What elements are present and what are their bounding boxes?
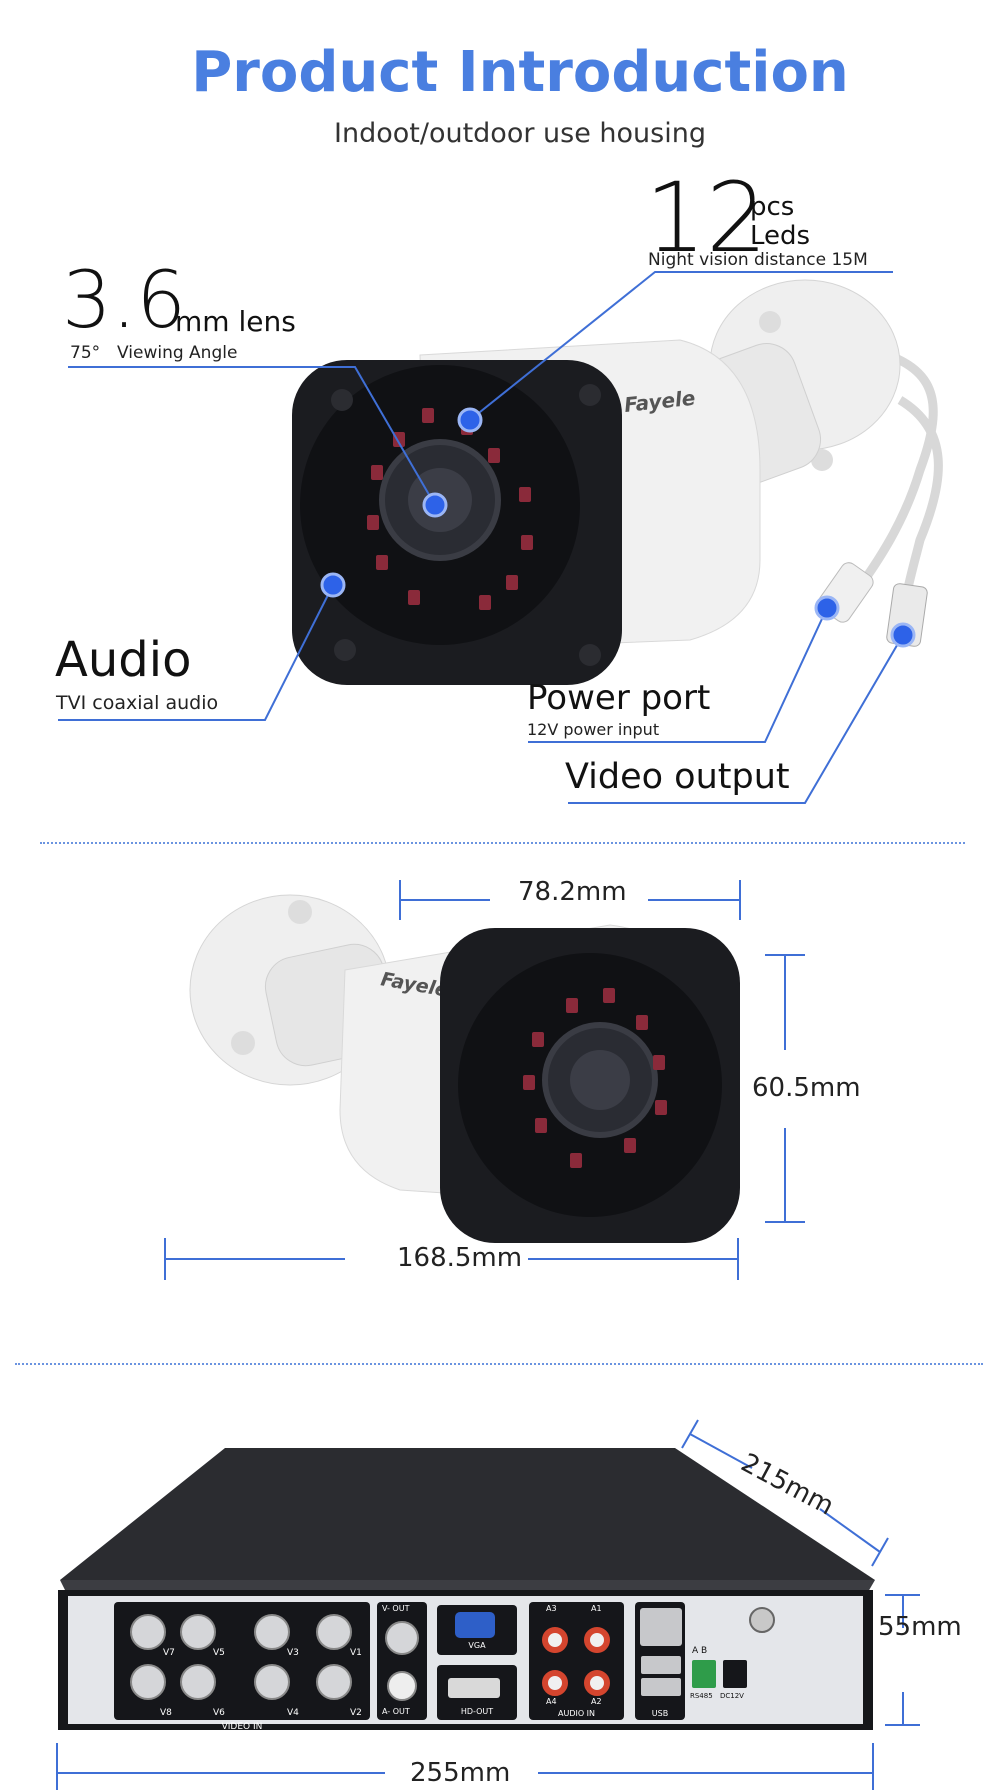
page-title: Product Introduction xyxy=(191,40,849,105)
video-title: Video output xyxy=(565,757,790,797)
audio-detail: TVI coaxial audio xyxy=(56,692,219,714)
lens-marker-dot xyxy=(422,492,448,518)
a-out-rca xyxy=(387,1671,417,1701)
port-label: A2 xyxy=(591,1697,602,1706)
rs485-ab-label: A B xyxy=(692,1646,708,1656)
usb-port xyxy=(641,1678,681,1696)
lens-callout-line xyxy=(68,366,436,506)
power-callout-line xyxy=(528,607,828,743)
usb-label: USB xyxy=(651,1709,669,1718)
v-out-label: V- OUT xyxy=(382,1604,410,1613)
leds-callout-line xyxy=(469,271,893,421)
camera-length-label: 168.5mm xyxy=(397,1243,523,1273)
a-out-label: A- OUT xyxy=(382,1707,410,1716)
power-marker-dot xyxy=(814,595,840,621)
video-in-group xyxy=(114,1602,370,1720)
section-divider xyxy=(40,842,965,844)
vga-label: VGA xyxy=(468,1641,486,1650)
port-label: A3 xyxy=(546,1604,557,1613)
leds-detail: Night vision distance 15M xyxy=(648,250,868,270)
ground-screw xyxy=(749,1607,775,1633)
leds-unit-bottom: Leds xyxy=(750,221,811,251)
audio-in-group xyxy=(529,1602,624,1720)
rs485-terminal xyxy=(692,1660,716,1688)
ir-leds xyxy=(523,988,667,1168)
camera-feature-illustration: Fayele xyxy=(58,271,943,804)
dvr-width-label: 255mm xyxy=(410,1758,511,1788)
audio-marker-dot xyxy=(320,572,346,598)
port-label: A4 xyxy=(546,1697,557,1706)
rca-audio-inputs xyxy=(542,1627,610,1696)
dc-power-jack xyxy=(723,1660,747,1688)
hd-out-label: HD-OUT xyxy=(460,1707,494,1716)
audio-title: Audio xyxy=(55,632,192,688)
mount-screw xyxy=(759,311,781,333)
camera-dimension-illustration: Fayele xyxy=(164,880,805,1280)
dvr-height-label: 55mm xyxy=(878,1612,962,1642)
usb-port xyxy=(641,1656,681,1674)
v-out-bnc xyxy=(385,1621,419,1655)
video-callout-line xyxy=(568,634,904,804)
port-label: V2 xyxy=(350,1708,362,1718)
camera-height-label: 60.5mm xyxy=(752,1073,861,1103)
dimension-lines xyxy=(56,1419,920,1790)
lens-detail: Viewing Angle xyxy=(117,343,238,363)
port-label: V3 xyxy=(287,1648,299,1658)
hdmi-port xyxy=(448,1678,500,1698)
audio-in-label: AUDIO IN xyxy=(557,1709,596,1718)
lens-value: 3.6 xyxy=(62,256,187,346)
page-subtitle: Indoot/outdoor use housing xyxy=(334,118,706,149)
port-label: V1 xyxy=(350,1648,362,1658)
leds-count: 12 xyxy=(645,162,768,274)
dc12v-label: DC12V xyxy=(720,1692,744,1700)
lens-angle: 75° xyxy=(70,343,101,363)
out-group xyxy=(377,1602,427,1720)
camera-width-label: 78.2mm xyxy=(518,877,627,907)
dvr-illustration xyxy=(56,1419,920,1790)
lens-unit: mm lens xyxy=(175,305,296,338)
port-label: V4 xyxy=(287,1708,299,1718)
video-in-label: VIDEO IN xyxy=(221,1722,263,1732)
power-detail: 12V power input xyxy=(527,720,660,739)
port-label: V7 xyxy=(163,1648,175,1658)
dimension-lines xyxy=(164,880,805,1280)
section-divider xyxy=(15,1363,983,1365)
vga-port xyxy=(455,1612,495,1638)
rs485-label: RS485 xyxy=(690,1692,713,1700)
leds-marker-dot xyxy=(457,407,483,433)
lan-port xyxy=(640,1608,682,1646)
bnc-video-inputs xyxy=(130,1614,352,1700)
port-label: A1 xyxy=(591,1604,602,1613)
port-label: V5 xyxy=(213,1648,225,1658)
cable xyxy=(846,340,938,603)
port-label: V8 xyxy=(160,1708,172,1718)
port-label: V6 xyxy=(213,1708,225,1718)
video-marker-dot xyxy=(890,622,916,648)
dvr-top-cover xyxy=(60,1448,875,1580)
audio-callout-line xyxy=(58,584,334,721)
leds-unit-top: pcs xyxy=(750,192,795,222)
power-title: Power port xyxy=(527,678,711,718)
